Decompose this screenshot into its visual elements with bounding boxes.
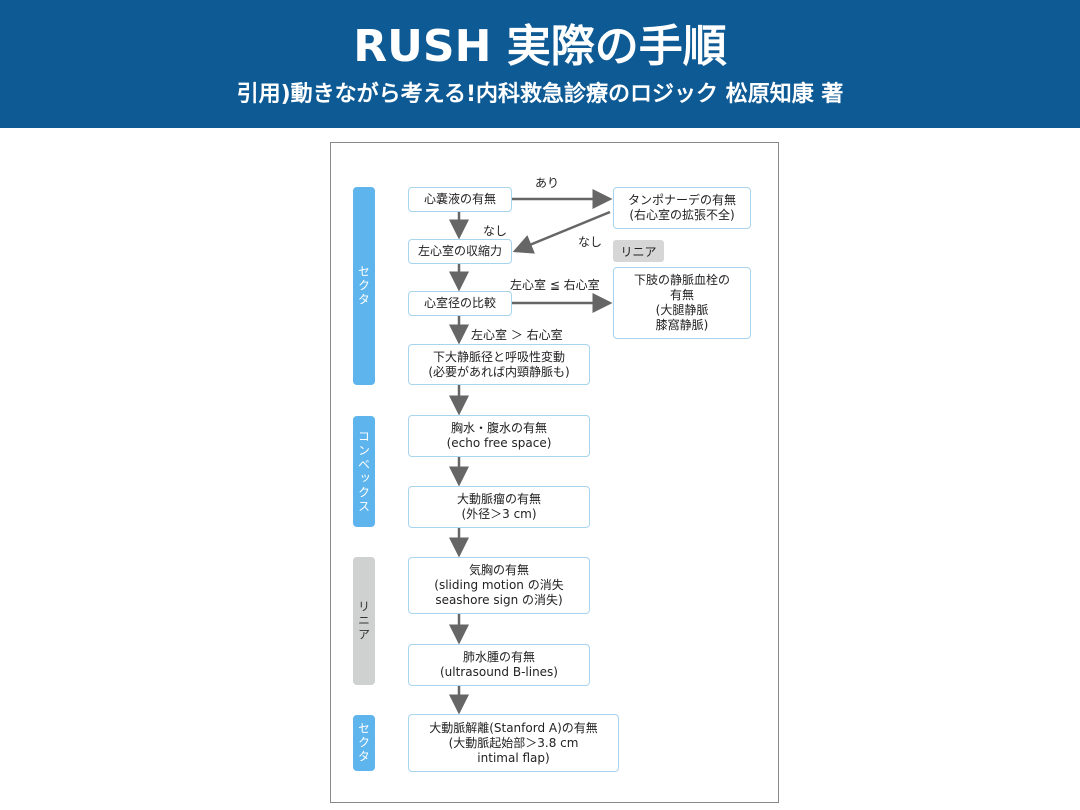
pulmonary-edema-box: 肺水腫の有無(ultrasound B-lines) bbox=[408, 644, 590, 686]
box-text: (echo free space) bbox=[446, 436, 552, 450]
box-text: 胸水・腹水の有無 bbox=[450, 421, 547, 435]
dvt-box: 下肢の静脈血栓の有無(大腿静脈膝窩静脈) bbox=[613, 267, 751, 339]
box-text: (sliding motion の消失 bbox=[434, 578, 564, 592]
lv-contractility-box: 左心室の収縮力 bbox=[408, 239, 512, 264]
box-text: 心嚢液の有無 bbox=[423, 192, 496, 206]
box-text: 気胸の有無 bbox=[468, 563, 529, 577]
label-yes: あり bbox=[535, 176, 560, 190]
section-linear: リニア bbox=[353, 557, 375, 685]
slide-title: RUSH 実際の手順 bbox=[353, 21, 727, 72]
section-convex: コンベックス bbox=[353, 416, 375, 527]
box-text: (右心室の拡張不全) bbox=[629, 208, 735, 222]
box-text: (必要があれば内頸静脈も) bbox=[428, 364, 570, 379]
slide-subtitle: 引用)動きながら考える!内科救急診療のロジック 松原知康 著 bbox=[236, 82, 844, 107]
box-text: 膝窩静脈) bbox=[655, 318, 709, 332]
ivc-box: 下大静脈径と呼吸性変動(必要があれば内頸静脈も) bbox=[408, 344, 590, 385]
label-no: なし bbox=[483, 224, 508, 238]
effusion-ascites-box: 胸水・腹水の有無(echo free space) bbox=[408, 415, 590, 457]
box-text: 肺水腫の有無 bbox=[462, 650, 535, 664]
box-text: 有無 bbox=[669, 288, 694, 302]
linear-tag: リニア bbox=[613, 240, 664, 262]
tamponade-box: タンポナーデの有無(右心室の拡張不全) bbox=[613, 187, 751, 229]
box-text: (外径＞3 cm) bbox=[461, 507, 537, 521]
box-text: (ultrasound B-lines) bbox=[439, 665, 558, 679]
box-text: 下大静脈径と呼吸性変動 bbox=[432, 349, 565, 364]
box-text: 大動脈解離(Stanford A)の有無 bbox=[429, 720, 598, 735]
section-sector: セクタ bbox=[353, 187, 375, 385]
box-text: 大動脈瘤の有無 bbox=[456, 492, 541, 506]
box-text: 心室径の比較 bbox=[423, 296, 496, 310]
arrow bbox=[512, 210, 611, 254]
box-text: (大腿静脈 bbox=[655, 303, 709, 317]
box-text: intimal flap) bbox=[477, 750, 550, 765]
box-text: (大動脈起始部＞3.8 cm bbox=[448, 735, 579, 750]
ventricle-comparison-box: 心室径の比較 bbox=[408, 291, 512, 316]
aneurysm-box: 大動脈瘤の有無(外径＞3 cm) bbox=[408, 486, 590, 528]
flowchart-frame bbox=[330, 142, 779, 803]
box-text: タンポナーデの有無 bbox=[627, 193, 736, 207]
section-sector-2: セクタ bbox=[353, 715, 375, 771]
box-text: seashore sign の消失) bbox=[435, 593, 563, 607]
slide-header: RUSH 実際の手順 引用)動きながら考える!内科救急診療のロジック 松原知康 … bbox=[0, 0, 1080, 128]
pericardial-effusion-box: 心嚢液の有無 bbox=[408, 187, 512, 212]
label-lv-gt-rv: 左心室 ＞ 右心室 bbox=[471, 328, 563, 342]
box-text: 下肢の静脈血栓の bbox=[633, 273, 730, 287]
label-lv-le-rv: 左心室 ≦ 右心室 bbox=[510, 278, 600, 292]
label-no-2: なし bbox=[578, 235, 603, 249]
box-text: 左心室の収縮力 bbox=[417, 244, 502, 258]
